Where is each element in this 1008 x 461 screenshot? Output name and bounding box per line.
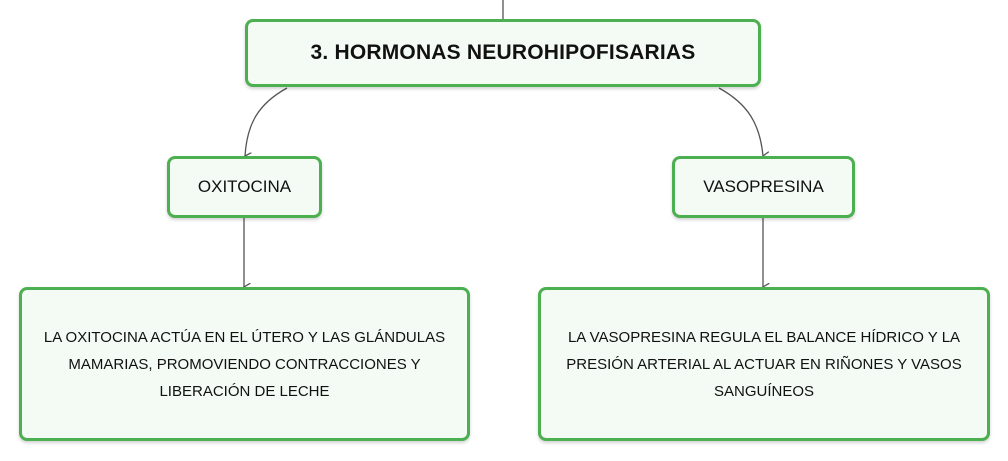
connector-root-to-oxitocina (245, 87, 288, 156)
oxitocina-node-label: OXITOCINA (197, 177, 292, 196)
vasopresina-description-text: LA VASOPRESINA REGULA EL BALANCE HÍDRICO… (566, 328, 962, 400)
vasopresina-node[interactable]: VASOPRESINA (672, 156, 855, 218)
oxitocina-node[interactable]: OXITOCINA (167, 156, 322, 218)
root-node[interactable]: 3. HORMONAS NEUROHIPOFISARIAS (245, 19, 761, 87)
root-node-label: 3. HORMONAS NEUROHIPOFISARIAS (310, 41, 696, 64)
oxitocina-description-node[interactable]: LA OXITOCINA ACTÚA EN EL ÚTERO Y LAS GLÁ… (19, 287, 470, 441)
oxitocina-description-text: LA OXITOCINA ACTÚA EN EL ÚTERO Y LAS GLÁ… (43, 328, 446, 400)
vasopresina-node-label: VASOPRESINA (703, 177, 824, 196)
connector-root-to-vasopresina (718, 87, 763, 156)
vasopresina-description-node[interactable]: LA VASOPRESINA REGULA EL BALANCE HÍDRICO… (538, 287, 990, 441)
